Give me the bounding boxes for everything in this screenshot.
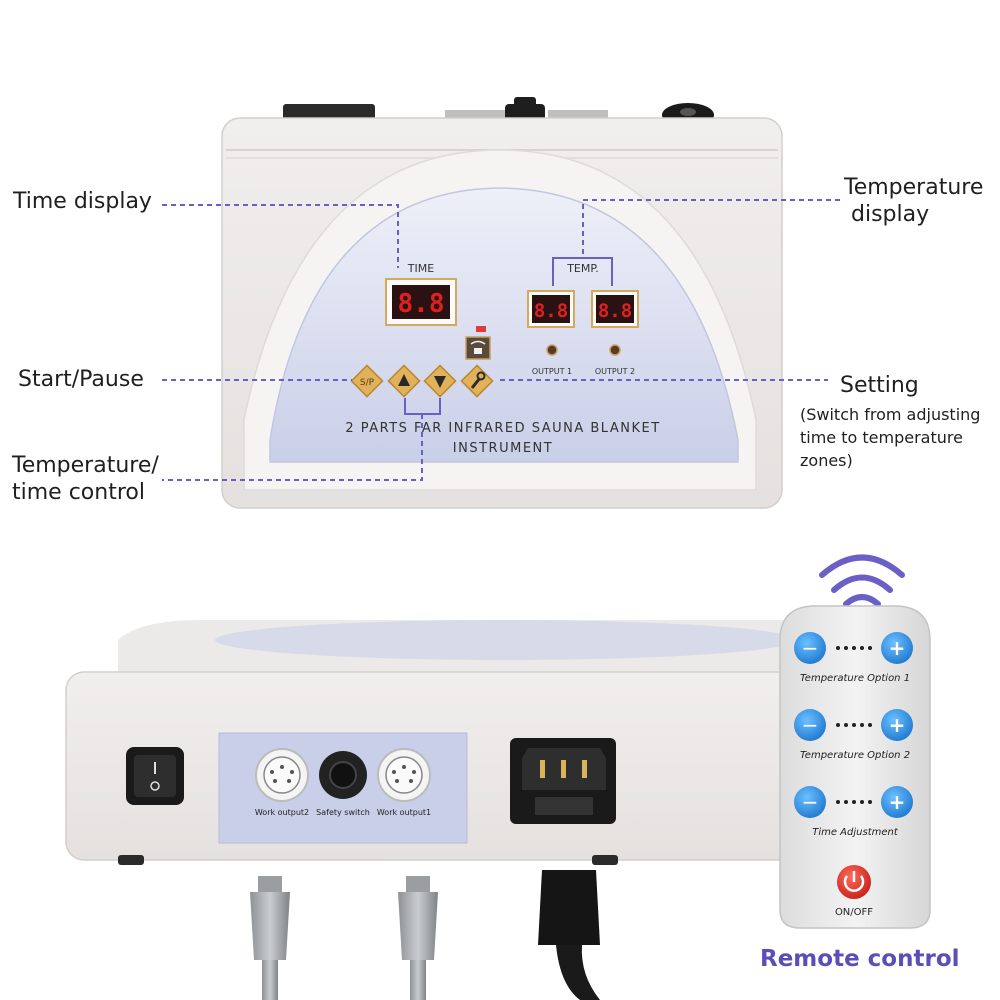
time-adjust-label: Time Adjustment — [812, 827, 899, 838]
safety-switch-label: Safety switch — [316, 808, 370, 817]
power-label: ON/OFF — [835, 907, 873, 918]
work-output1-port[interactable] — [377, 748, 431, 802]
svg-text:−: − — [802, 713, 819, 737]
time-label: TIME — [407, 262, 434, 275]
power-cord — [538, 870, 600, 1000]
output2-label: OUTPUT 2 — [595, 367, 635, 376]
callout-setting-note-3: zones) — [800, 451, 853, 470]
callout-temp-display-1: Temperature — [844, 175, 984, 200]
time-display: 8.8 — [398, 289, 445, 319]
callout-temp-display-2: display — [851, 202, 930, 227]
callout-start-pause: Start/Pause — [18, 367, 144, 392]
temp-option1-minus-button[interactable]: − — [794, 632, 826, 664]
callout-lines — [162, 199, 840, 481]
remote-caption: Remote control — [760, 946, 960, 972]
temp-option1-plus-button[interactable]: + — [881, 632, 913, 664]
svg-text:+: + — [889, 713, 906, 737]
temp-option2-label: Temperature Option 2 — [800, 750, 910, 761]
output1-indicator — [546, 344, 558, 356]
svg-text:S/P: S/P — [360, 378, 375, 388]
device-title-line1: 2 PARTS FAR INFRARED SAUNA BLANKET — [345, 421, 660, 436]
svg-text:−: − — [802, 790, 819, 814]
main-unit-front: TIME 8.8 TEMP. 8.8 8.8 OUTPUT 1 OUTPUT 2… — [221, 97, 783, 509]
power-inlet[interactable] — [510, 738, 616, 824]
output2-indicator — [609, 344, 621, 356]
temp-display-1: 8.8 — [534, 300, 568, 322]
up-button[interactable] — [387, 364, 421, 398]
temp-option1-label: Temperature Option 1 — [800, 673, 910, 684]
safety-switch-knob[interactable] — [319, 751, 367, 799]
callout-temp-time-control-2: time control — [12, 480, 145, 505]
triangle-up-icon — [398, 374, 410, 386]
temp-label: TEMP. — [566, 262, 599, 275]
temp-option2-plus-button[interactable]: + — [881, 709, 913, 741]
triangle-down-icon — [434, 376, 446, 388]
work-output2-label: Work output2 — [255, 808, 309, 817]
start-pause-button[interactable]: S/P — [350, 364, 384, 398]
power-icon — [843, 875, 865, 892]
output1-label: OUTPUT 1 — [532, 367, 572, 376]
remote-power-button[interactable] — [837, 865, 871, 899]
remote-control: − + Temperature Option 1 − + Temperature… — [779, 554, 931, 929]
signal-icon — [819, 554, 905, 578]
callout-time-display: Time display — [13, 189, 152, 214]
callout-temp-time-control-1: Temperature/ — [12, 453, 159, 478]
svg-text:−: − — [802, 636, 819, 660]
control-panel — [269, 187, 739, 463]
callout-setting-note-2: time to temperature — [800, 428, 963, 447]
callout-setting: Setting — [840, 373, 919, 398]
time-adjust-plus-button[interactable]: + — [881, 786, 913, 818]
svg-text:+: + — [889, 790, 906, 814]
time-adjust-minus-button[interactable]: − — [794, 786, 826, 818]
temp-display-2: 8.8 — [598, 300, 632, 322]
work-output1-label: Work output1 — [377, 808, 431, 817]
din-cable-1 — [250, 876, 290, 1000]
device-title-line2: INSTRUMENT — [453, 441, 553, 456]
setting-button[interactable] — [460, 364, 494, 398]
din-cable-2 — [398, 876, 438, 1000]
temp-option2-minus-button[interactable]: − — [794, 709, 826, 741]
down-button[interactable] — [423, 364, 457, 398]
rocker-power-switch[interactable] — [126, 747, 184, 805]
callout-setting-note-1: (Switch from adjusting — [800, 405, 981, 424]
svg-text:+: + — [889, 636, 906, 660]
work-output2-port[interactable] — [255, 748, 309, 802]
main-unit-rear: Work output2 Safety switch Work output1 — [65, 620, 910, 865]
